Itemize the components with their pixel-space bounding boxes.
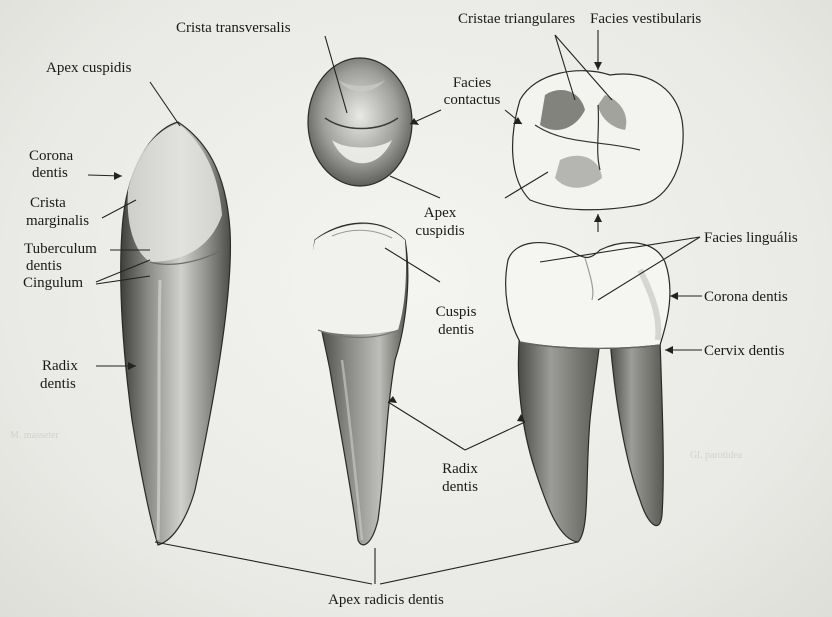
label-facies-vestibularis: Facies vestibularis bbox=[590, 11, 701, 28]
label-corona-dentis-left: dentis bbox=[32, 165, 68, 182]
label-crista-transversalis: Crista transversalis bbox=[176, 20, 291, 37]
label-facies-contactus: contactus bbox=[444, 92, 501, 109]
label-radix-dentis-left: Radix bbox=[42, 358, 78, 375]
label-cingulum: Cingulum bbox=[23, 275, 83, 292]
label-apex-cuspidis-mid: Apex bbox=[424, 205, 457, 222]
label-corona-dentis-left: Corona bbox=[29, 148, 73, 165]
label-radix-dentis-mid: dentis bbox=[442, 479, 478, 496]
label-apex-cuspidis-mid: cuspidis bbox=[415, 223, 464, 240]
molar-tooth bbox=[506, 243, 670, 542]
occlusal-view-molar bbox=[513, 71, 684, 210]
label-facies-lingualis: Facies linguális bbox=[704, 230, 798, 247]
premolar-tooth bbox=[311, 223, 408, 545]
label-crista-marginalis: Crista bbox=[30, 195, 66, 212]
label-cristae-triangulares: Cristae triangulares bbox=[458, 11, 575, 28]
label-crista-marginalis: marginalis bbox=[26, 213, 89, 230]
label-tuberculum-dentis: Tuberculum bbox=[24, 241, 97, 258]
label-radix-dentis-left: dentis bbox=[40, 376, 76, 393]
label-apex-cuspidis-top: Apex cuspidis bbox=[46, 60, 131, 77]
label-radix-dentis-mid: Radix bbox=[442, 461, 478, 478]
label-cervix-dentis: Cervix dentis bbox=[704, 343, 784, 360]
label-apex-radicis-dentis: Apex radicis dentis bbox=[328, 592, 444, 609]
label-cuspis-dentis: Cuspis bbox=[436, 304, 477, 321]
canine-tooth bbox=[121, 122, 231, 545]
label-facies-contactus: Facies bbox=[453, 75, 491, 92]
label-cuspis-dentis: dentis bbox=[438, 322, 474, 339]
label-tuberculum-dentis: dentis bbox=[26, 258, 62, 275]
label-corona-dentis-right: Corona dentis bbox=[704, 289, 788, 306]
occlusal-view-premolar bbox=[308, 58, 412, 186]
